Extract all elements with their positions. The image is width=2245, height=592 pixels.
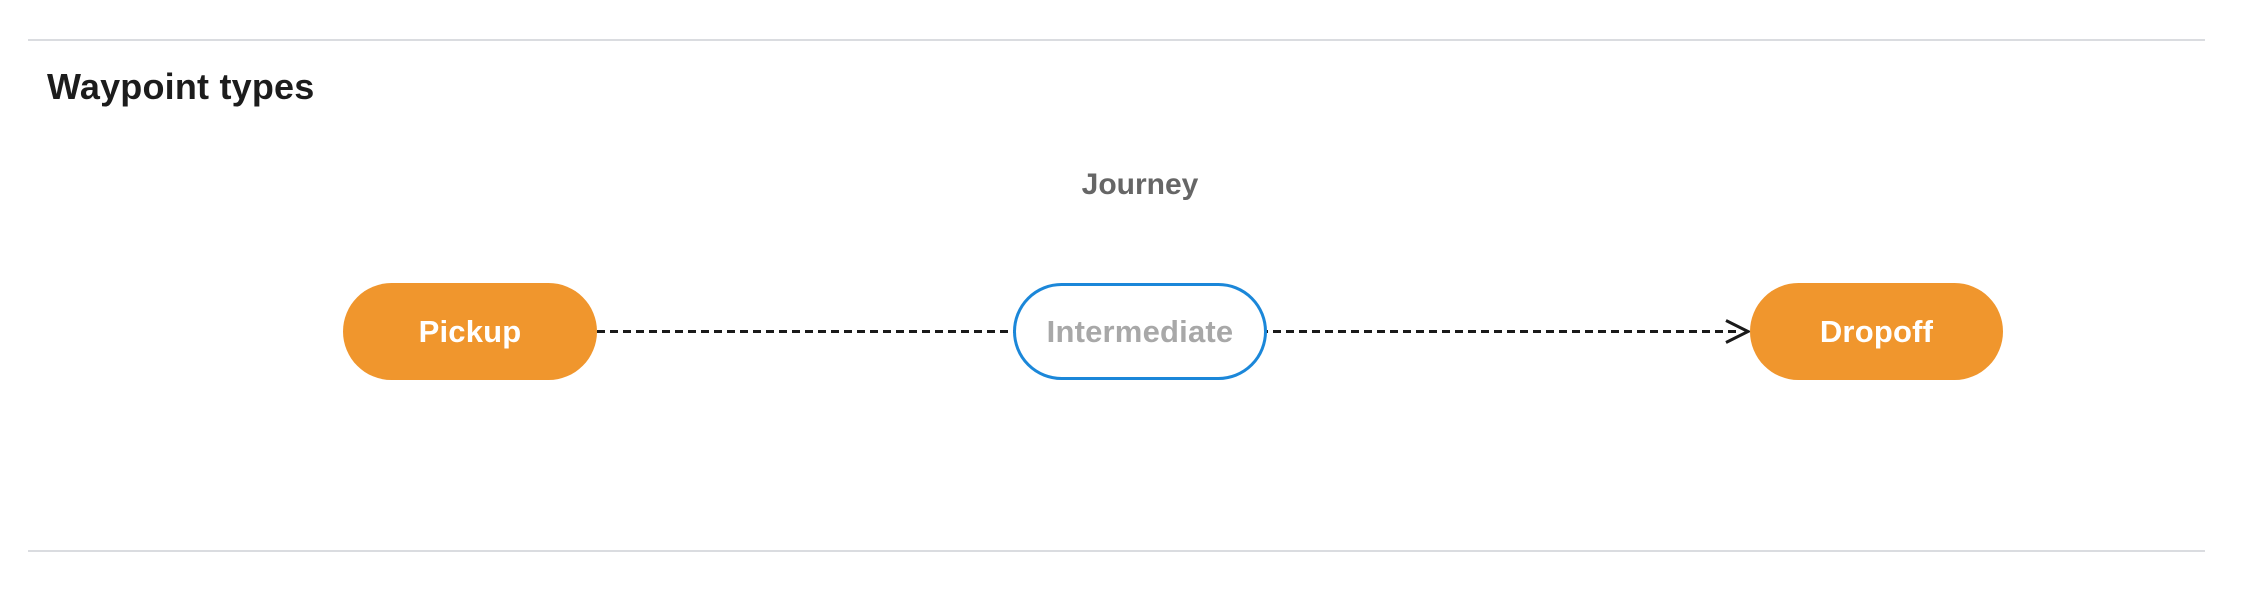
bottom-divider — [28, 550, 2205, 552]
node-intermediate: Intermediate — [1013, 283, 1267, 380]
node-pickup: Pickup — [343, 283, 597, 380]
node-dropoff: Dropoff — [1750, 283, 2003, 380]
journey-label: Journey — [1081, 168, 1199, 201]
page-title: Waypoint types — [47, 66, 315, 107]
node-dropoff-label: Dropoff — [1819, 313, 1934, 349]
top-divider — [28, 39, 2205, 41]
node-pickup-label: Pickup — [418, 313, 522, 349]
arrowhead-icon — [1725, 319, 1752, 344]
node-intermediate-label: Intermediate — [1046, 313, 1234, 349]
